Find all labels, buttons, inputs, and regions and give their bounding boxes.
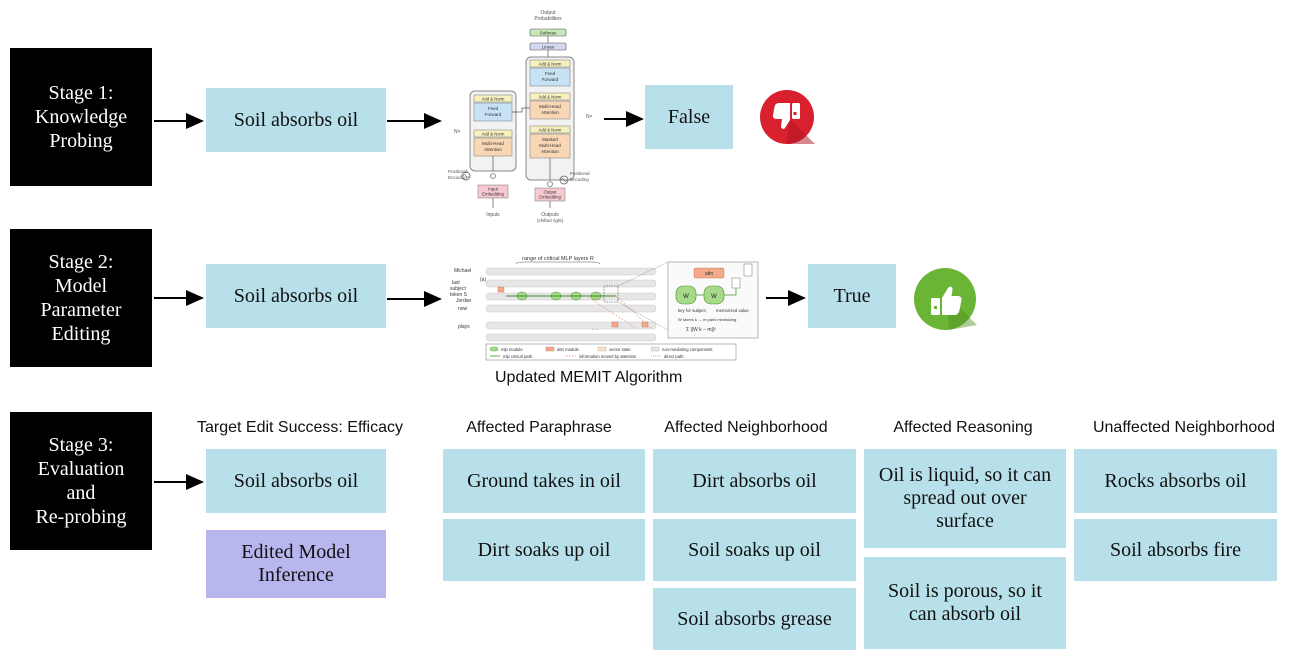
svg-text:information moved by attention: information moved by attention [579, 354, 637, 359]
memit-key-label: key for subject [678, 308, 707, 313]
reasoning-box-1: Oil is liquid, so it can spread out over… [864, 449, 1066, 548]
stage2-input-box: Soil absorbs oil [206, 264, 386, 328]
svg-text:Jordan: Jordan [456, 298, 472, 304]
svg-text:token S: token S [450, 292, 468, 298]
transformer-diagram: Output Probabilities Softmax Linear Add … [448, 10, 593, 223]
thumbs-down-icon [760, 90, 815, 144]
svg-text:Σ ||W k − m||²: Σ ||W k − m||² [686, 327, 716, 333]
svg-text:Add & Norm: Add & Norm [482, 97, 505, 102]
unaffected-box-2: Soil absorbs fire [1074, 519, 1277, 581]
neighborhood-box-1: Dirt absorbs oil [653, 449, 856, 513]
svg-text:subject: subject [450, 286, 466, 292]
svg-text:Encoding: Encoding [448, 175, 467, 180]
svg-text:Forward: Forward [542, 77, 559, 82]
svg-text:Positional: Positional [570, 171, 590, 176]
svg-text:non-mediating components: non-mediating components [662, 347, 713, 352]
svg-text:W: W [711, 294, 717, 300]
decoder-nx-label: N× [586, 114, 593, 120]
paraphrase-box-1: Ground takes in oil [443, 449, 645, 513]
svg-text:mlp module: mlp module [501, 347, 523, 352]
linear-label: Linear [542, 45, 555, 50]
stage-3-label: Stage 3: Evaluation and Re-probing [10, 412, 152, 550]
svg-text:(a): (a) [480, 277, 486, 283]
neighborhood-box-2: Soil soaks up oil [653, 519, 856, 581]
svg-text:W stores k → m pairs minimizi: W stores k → m pairs minimizing: [678, 317, 737, 322]
unaffected-box-1: Rocks absorbs oil [1074, 449, 1277, 513]
svg-text:Add & Norm: Add & Norm [482, 132, 505, 137]
svg-text:Multi-Head: Multi-Head [482, 141, 504, 146]
stage1-output-box: False [645, 85, 733, 149]
memit-row-michael: Michael [454, 268, 471, 274]
inputs-label: Inputs [486, 212, 500, 218]
stage1-input-box: Soil absorbs oil [206, 88, 386, 152]
svg-text:Feed: Feed [488, 106, 499, 111]
svg-text:Attention: Attention [484, 147, 502, 152]
svg-text:Multi-Head: Multi-Head [539, 143, 561, 148]
neighborhood-box-3: Soil absorbs grease [653, 588, 856, 650]
efficacy-box: Soil absorbs oil [206, 449, 386, 513]
svg-text:attn: attn [705, 271, 714, 277]
svg-text:plays: plays [458, 324, 470, 330]
svg-text:Embedding: Embedding [539, 195, 561, 200]
svg-text:Multi-Head: Multi-Head [539, 104, 561, 109]
stage2-output-box: True [808, 264, 896, 328]
dec-add-norm-1: Add & Norm [539, 62, 562, 67]
stage-1-label: Stage 1: Knowledge Probing [10, 48, 152, 186]
softmax-label: Softmax [540, 31, 557, 36]
memit-range-label: range of critical MLP layers R [522, 256, 594, 262]
memit-diagram: range of critical MLP layers R Michael l… [450, 256, 759, 361]
output-probabilities-label: Output [540, 10, 556, 16]
svg-text:attn module: attn module [557, 347, 580, 352]
svg-text:Forward: Forward [485, 112, 502, 117]
svg-text:W: W [683, 294, 689, 300]
memit-value-label: memorized value [716, 308, 749, 313]
svg-text:Encoding: Encoding [570, 177, 589, 182]
svg-text:Attention: Attention [541, 149, 559, 154]
header-efficacy: Target Edit Success: Efficacy [196, 419, 403, 436]
svg-text:Positional: Positional [448, 169, 468, 174]
paraphrase-box-2: Dirt soaks up oil [443, 519, 645, 581]
reasoning-box-2: Soil is porous, so it can absorb oil [864, 557, 1066, 649]
svg-text:Add & Norm: Add & Norm [539, 128, 562, 133]
svg-text:Masked: Masked [542, 137, 558, 142]
header-unaffected-neighborhood: Unaffected Neighborhood [1092, 419, 1276, 436]
svg-text:last: last [452, 280, 460, 286]
svg-text:Embedding: Embedding [482, 192, 504, 197]
svg-text:Probabilities: Probabilities [534, 16, 562, 22]
svg-text:Outputs: Outputs [541, 212, 559, 218]
svg-text:(shifted right): (shifted right) [537, 218, 564, 223]
svg-text:Add & Norm: Add & Norm [539, 95, 562, 100]
svg-text:mlp critical path: mlp critical path [503, 354, 533, 359]
svg-text:direct path: direct path [664, 354, 684, 359]
thumbs-up-icon [914, 268, 977, 330]
svg-text:vector state: vector state [609, 347, 631, 352]
header-affected-reasoning: Affected Reasoning [893, 419, 1033, 436]
edited-model-inference-box: Edited Model Inference [206, 530, 386, 598]
svg-text:Input: Input [488, 187, 498, 192]
svg-text:Feed: Feed [545, 71, 556, 76]
svg-text:Output: Output [544, 190, 558, 195]
stage-2-label: Stage 2: Model Parameter Editing [10, 229, 152, 367]
memit-caption: Updated MEMIT Algorithm [495, 369, 683, 386]
encoder-nx-label: N× [454, 129, 461, 135]
svg-text:now: now [458, 306, 468, 312]
header-affected-neighborhood: Affected Neighborhood [664, 419, 828, 436]
svg-text:Attention: Attention [541, 110, 559, 115]
header-affected-paraphrase: Affected Paraphrase [466, 419, 612, 436]
